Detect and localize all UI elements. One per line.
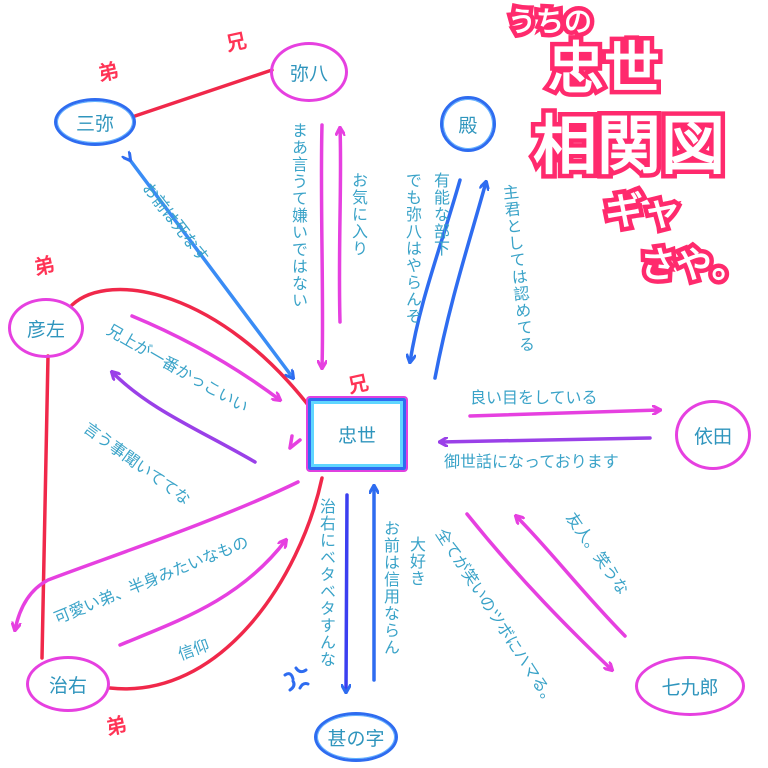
node-shichikuro[interactable]: 七九郎 (635, 656, 745, 716)
node-yoda[interactable]: 依田 (675, 400, 751, 470)
title-line-4b: さや。 (636, 243, 753, 288)
label-tadayo-to-yoda: 良い目をしている (470, 388, 598, 407)
node-tadayo[interactable]: 忠世 (308, 398, 406, 470)
arrow-yoda-to-tadayo (440, 436, 652, 442)
arrow-sanya-to-tadayo (130, 160, 293, 378)
line-hikoza-jiuemon (40, 354, 50, 660)
label-jinnoji-to-tadayo: お前は信用ならん (381, 520, 400, 656)
arrow-tadayo-to-tono (433, 182, 486, 380)
title-line-1: うちの (503, 3, 596, 40)
label-tadayo-to-tono-2: でも弥八はやらんぞ (403, 172, 422, 325)
title-line-3: 相関図 (529, 110, 730, 184)
node-yahachi[interactable]: 弥八 (270, 42, 348, 102)
label-yahachi-to-tadayo: お気に入り (349, 172, 368, 257)
node-sanya[interactable]: 三弥 (54, 98, 136, 146)
title-line-2: 忠世 (544, 37, 665, 102)
label-tadayo-to-yahachi: まあ言うて嫌いではない (289, 122, 308, 309)
arrow-tadayo-to-hikoza (112, 372, 257, 464)
label-tadayo-to-shichikuro-2: 大好き (407, 536, 426, 587)
anger-icon (283, 666, 310, 692)
arrow-jiuemon-to-tadayo (118, 540, 286, 647)
arrow-tadayo-to-yoda (468, 410, 660, 418)
arrow-tadayo-to-jiuemon (15, 480, 300, 630)
arrow-tadayo-to-shichikuro (465, 512, 612, 670)
arrow-yahachi-to-tadayo (321, 123, 322, 368)
label-tadayo-to-tono-1: 有能な部下 (431, 172, 450, 257)
node-hikoza[interactable]: 彦左 (8, 298, 84, 358)
line-sanya-yahachi (133, 68, 274, 118)
node-tono[interactable]: 殿 (440, 96, 496, 152)
label-tadayo-to-jinnoji: 治右にベタベタすんな (317, 498, 336, 668)
arrow-shichikuro-to-tadayo (516, 516, 627, 638)
arrow-tono-to-tadayo (410, 178, 462, 362)
arrow-tadayo-to-yahachi (339, 128, 340, 324)
label-yoda-to-tadayo: 御世話になっております (444, 452, 619, 471)
node-jiuemon[interactable]: 治右 (26, 656, 110, 712)
title-line-4a: ギャ (600, 188, 685, 235)
arrow-tadayo-to-jinnoji (346, 493, 347, 692)
line-tadayo-jiuemon (108, 476, 324, 691)
node-jinnoji[interactable]: 甚の字 (314, 712, 398, 762)
line-hikoza-tadayo (70, 287, 314, 412)
heart-icon (288, 434, 302, 450)
arrow-hikoza-to-tadayo (130, 314, 280, 400)
